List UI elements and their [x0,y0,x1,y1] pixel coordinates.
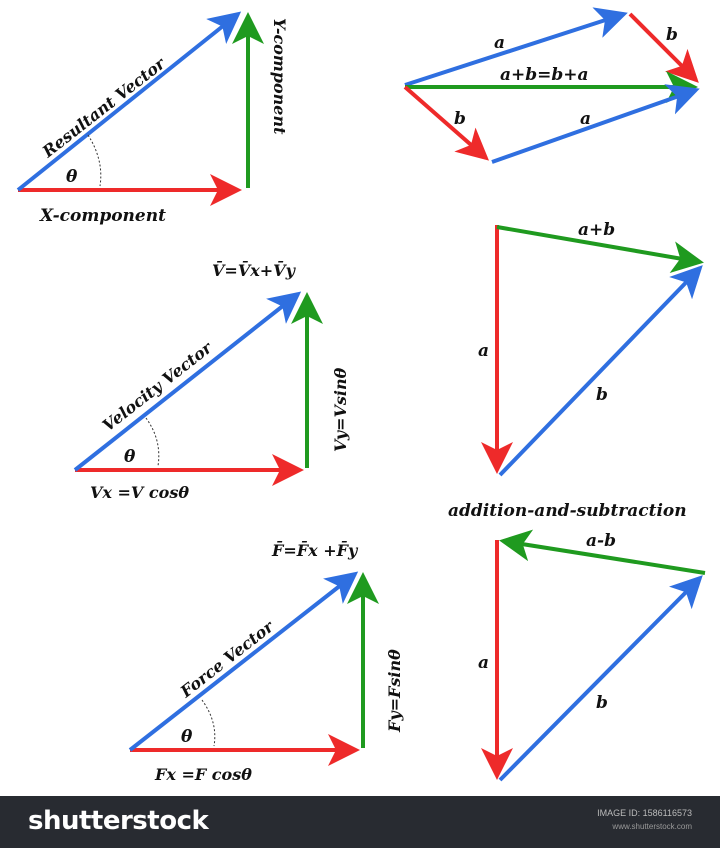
resultant-vector-arrow [16,11,242,192]
label-a: a [478,341,489,361]
label-b: b [596,693,608,713]
force-equation: F̄=F̄x +F̄y [271,540,359,560]
label-b: b [596,385,608,405]
theta-label: θ [124,447,136,467]
theta-arc [87,134,102,187]
label-a: a [478,653,489,673]
force-vector-label: Force Vector [176,616,278,702]
y-component-label: Y-component [270,18,289,135]
diagram-canvas: Resultant Vector θ X-component Y-compone… [16,7,706,784]
velocity-equation: V̄=V̄x+V̄y [212,260,297,280]
footer-bar: shutterstock IMAGE ID: 1586116573 www.sh… [0,796,720,848]
sum-label: a+b [578,220,615,240]
vector-sum-add [496,225,704,274]
vector-b-add [498,265,703,477]
fy-label: Fy=Fsinθ [385,649,404,733]
vector-diff-sub [499,529,706,575]
theta-label: θ [66,167,78,187]
theta-arc [201,699,216,747]
label-b: b [454,109,466,129]
vector-b-top [628,12,699,83]
velocity-vector-label: Velocity Vector [99,337,217,435]
vector-b-bottom [403,85,490,161]
theta-label: θ [181,727,193,747]
shutterstock-logo: shutterstock [28,806,209,836]
vector-b-sub [498,575,703,782]
vector-a-bottom [491,84,700,164]
vx-label: Vx =V cosθ [90,483,189,502]
vy-label: Vy=Vsinθ [331,367,350,452]
diff-label: a-b [586,531,616,551]
label-a: a [580,109,591,129]
fx-label: Fx =F cosθ [154,765,252,784]
site-url: www.shutterstock.com [612,822,692,831]
image-id: IMAGE ID: 1586116573 [597,808,692,818]
velocity-vector-arrow [73,291,302,472]
x-component-label: X-component [39,206,166,226]
resultant-vector-label: Resultant Vector [38,53,170,162]
force-vector-arrow [128,571,359,752]
label-a: a [494,33,505,53]
caption: addition-and-subtraction [448,501,687,521]
label-b: b [666,25,678,45]
sum-label: a+b=b+a [500,65,589,85]
vector-a-top [404,7,628,87]
theta-arc [145,417,160,467]
